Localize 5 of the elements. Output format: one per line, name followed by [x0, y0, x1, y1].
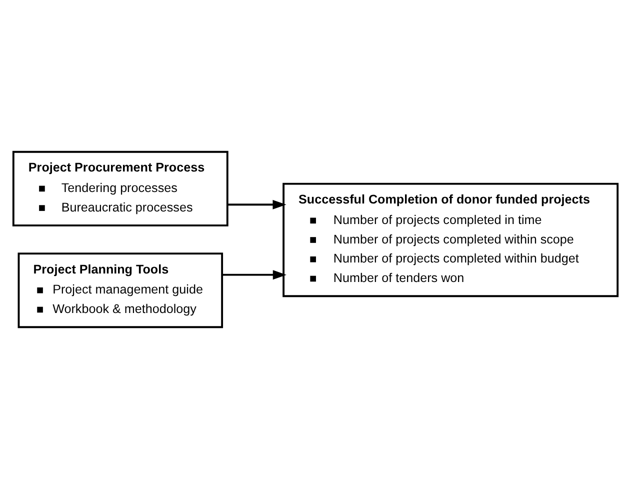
- arrow: [228, 200, 286, 210]
- node-box: Project Procurement Process Tendering processes Bureaucratic processes: [12, 150, 228, 226]
- arrow: [222, 270, 286, 280]
- node-box: Successful Completion of donor funded projects Number of projects completed in time Number of projects completed within scope Number of projects completed within budget Number of tenders won: [282, 182, 619, 298]
- node-box: Project Planning Tools Project management guide Workbook & methodology: [18, 252, 224, 328]
